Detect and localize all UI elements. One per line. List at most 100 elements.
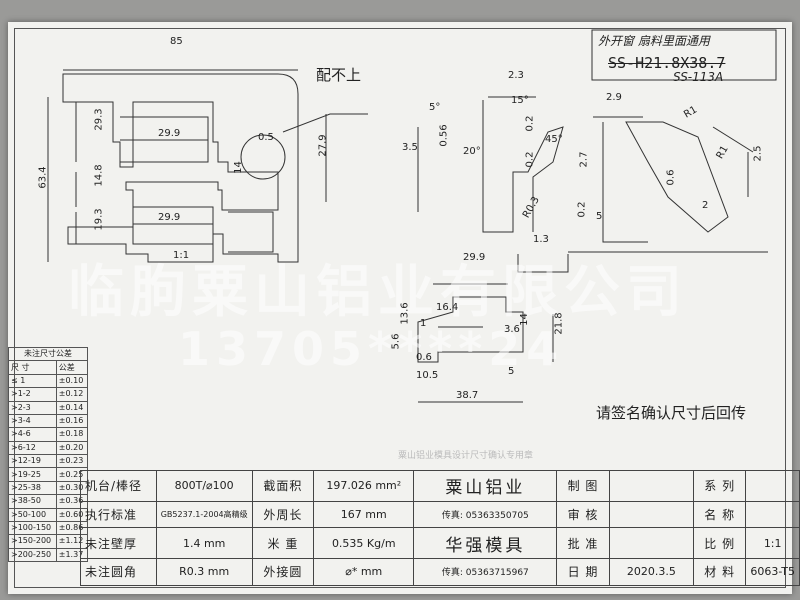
tolerance-value-cell: ±0.12	[55, 387, 89, 402]
dim-label-14b: 14	[518, 313, 530, 326]
handwritten-model: SS-113A	[673, 70, 724, 84]
dim-label-85: 85	[170, 36, 183, 47]
dim-label-0-6: 0.6	[665, 169, 677, 186]
tolerance-row: >3-4±0.16	[8, 413, 89, 429]
dim-label-63-4: 63.4	[37, 166, 49, 189]
dim-label-0-56: 0.56	[438, 124, 450, 147]
dim-label-2-9: 2.9	[606, 92, 622, 103]
tb-name-value	[745, 500, 800, 529]
sign-note: 请签名确认尺寸后回传	[596, 404, 747, 422]
tolerance-title: 未注尺寸公差	[8, 346, 88, 362]
mismatch-circle	[240, 134, 286, 180]
dim-label-2-3: 2.3	[508, 70, 524, 81]
dim-label-5deg: 5°	[429, 102, 441, 113]
dim-label-0-2a: 0.2	[524, 115, 536, 132]
tolerance-row: >1-2±0.12	[8, 387, 89, 402]
dim-label-5b: 5	[508, 366, 515, 377]
scale-label-main: 1:1	[173, 250, 190, 261]
tolerance-size-cell: >38-50	[8, 494, 57, 509]
dim-r1	[712, 126, 754, 153]
tolerance-value-cell: ±0.16	[55, 413, 89, 429]
dim-label-10-5: 10.5	[416, 370, 439, 381]
tb-fax2: 传真: 05363715967	[413, 557, 558, 587]
tb-scale-label: 比 例	[693, 527, 747, 559]
tb-area-value: 197.026 mm²	[313, 470, 415, 502]
handwritten-note: 外开窗 扇料里面通用	[598, 34, 710, 48]
dim-label-5: 5	[596, 211, 603, 222]
tb-material-value: 6063-T5	[745, 557, 800, 587]
tb-wall-label: 未注壁厚	[80, 527, 157, 559]
detail-1	[482, 100, 564, 233]
dim-label-0-2b: 0.2	[524, 151, 536, 168]
dim-label-3-6: 3.6	[504, 324, 520, 335]
tolerance-size-cell: >50-100	[8, 507, 57, 522]
tolerance-row: >12-19±0.23	[8, 453, 89, 469]
tolerance-row: >100-150±0.86	[8, 520, 89, 536]
dim-2-7	[602, 122, 648, 243]
tolerance-value-cell: ±0.14	[55, 400, 89, 415]
tb-approve-label: 批 准	[556, 527, 610, 559]
drawing-sheet: 临朐粟山铝业有限公司 13705****24 外开窗 扇料里面通用 SS-H21…	[8, 22, 800, 594]
dim-label-2-7: 2.7	[578, 151, 590, 168]
dim-label-1-3: 1.3	[533, 234, 549, 245]
dim-label-16-4: 16.4	[436, 302, 459, 313]
tolerance-row: >50-100±0.60	[8, 507, 89, 522]
detail-3	[417, 296, 524, 363]
tolerance-row: >2-3±0.14	[8, 400, 89, 415]
tolerance-col-size: 尺 寸	[8, 360, 57, 375]
tb-scale-value: 1:1	[745, 527, 800, 559]
dim-label-14-8: 14.8	[93, 164, 105, 187]
tb-date-label: 日 期	[556, 557, 610, 587]
lower-chamber	[132, 206, 214, 245]
model-box	[591, 29, 777, 81]
note-mismatch: 配不上	[316, 66, 362, 84]
dim-label-2-5: 2.5	[752, 145, 764, 162]
tb-draw-value	[608, 470, 695, 502]
tolerance-row: >200-250±1.37	[8, 547, 89, 563]
tb-draw-label: 制 图	[556, 470, 610, 502]
dim-label-45deg: 45°	[545, 134, 563, 145]
tolerance-value-cell: ±0.20	[55, 440, 89, 456]
dim-label-19-3: 19.3	[93, 208, 105, 231]
tolerance-size-cell: >2-3	[8, 400, 57, 415]
tolerance-size-cell: >6-12	[8, 440, 57, 456]
tolerance-value-cell: ±0.23	[55, 453, 89, 469]
dim-label-2: 2	[702, 200, 709, 211]
dim-label-29-3: 29.3	[93, 108, 105, 131]
main-profile-outline	[62, 73, 299, 263]
dim-label-15deg: 15°	[511, 95, 529, 106]
tolerance-size-cell: >25-38	[8, 480, 57, 496]
dim-label-29-9a: 29.9	[158, 128, 181, 139]
dim-label-38-7: 38.7	[456, 390, 479, 401]
dim-label-21-8: 21.8	[553, 312, 565, 335]
tolerance-size-cell: >1-2	[8, 387, 57, 402]
dim-label-0-6b: 0.6	[416, 352, 432, 363]
tolerance-row: >4-6±0.18	[8, 427, 89, 442]
tb-area-label: 截面积	[251, 470, 315, 502]
dim-label-29-9b: 29.9	[158, 212, 181, 223]
tolerance-row: >25-38±0.30	[8, 480, 89, 496]
tolerance-row: >150-200±1.12	[8, 534, 89, 549]
faint-stamp-text: 粟山铝业模具设计尺寸确认专用章	[398, 451, 534, 461]
tb-date-value: 2020.3.5	[608, 557, 695, 587]
dim-label-20deg: 20°	[463, 146, 481, 157]
model-number: SS-H21.8X38.7	[608, 54, 726, 72]
tolerance-size-cell: >12-19	[8, 453, 57, 469]
right-chamber	[228, 211, 274, 253]
tb-material-label: 材 料	[693, 557, 747, 587]
tb-circle-value: ⌀* mm	[313, 557, 415, 587]
dim-label-0-5: 0.5	[258, 132, 274, 143]
tolerance-size-cell: >200-250	[8, 547, 57, 563]
profile-drawing	[47, 29, 777, 403]
dim-label-0-2c: 0.2	[576, 201, 588, 218]
tb-mold-company: 华强模具	[413, 527, 558, 559]
tolerance-size-cell: ≤ 1	[8, 373, 57, 389]
tolerance-size-cell: >19-25	[8, 467, 57, 482]
dim-label-27-9: 27.9	[317, 134, 329, 157]
tb-weight-value: 0.535 Kg/m	[313, 527, 415, 559]
tb-standard-label: 执行标准	[80, 500, 157, 529]
tb-machine-value: 800T/⌀100	[155, 470, 253, 502]
tb-series-label: 系 列	[693, 470, 747, 502]
tolerance-size-cell: >3-4	[8, 413, 57, 429]
tb-perimeter-value: 167 mm	[313, 500, 415, 529]
